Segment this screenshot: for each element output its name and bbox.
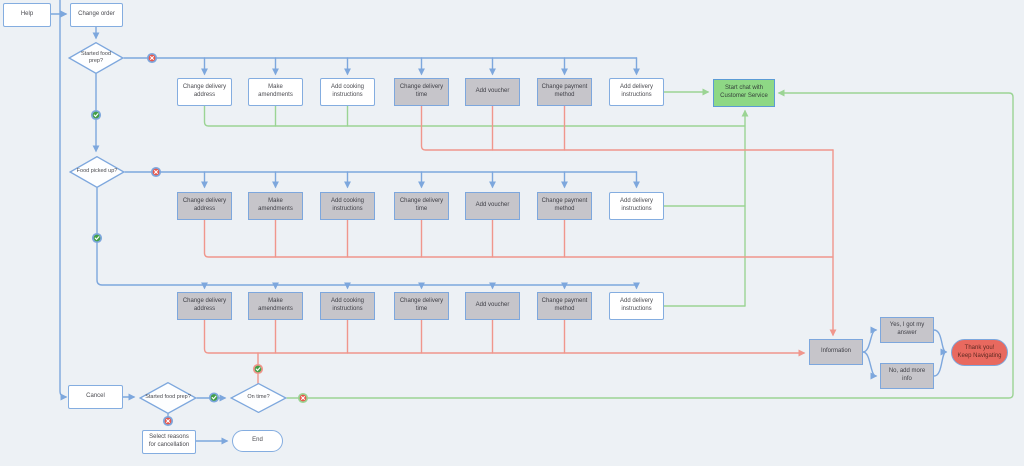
yes-badge xyxy=(90,109,102,121)
node-label: Change delivery time xyxy=(399,298,444,312)
node-label: Change payment method xyxy=(541,198,588,212)
action-r1-add-delivery-instructions[interactable]: Add delivery instructions xyxy=(609,78,664,106)
action-r3-add-cooking-instructions[interactable]: Add cooking instructions xyxy=(320,292,375,320)
action-r1-change-payment-method[interactable]: Change payment method xyxy=(537,78,592,106)
node-start-chat-customer-service[interactable]: Start chat with Customer Service xyxy=(713,79,775,107)
node-label: Add delivery instructions xyxy=(619,84,654,98)
row2-red-trunk xyxy=(203,219,834,258)
node-label: Started food prep? xyxy=(145,394,191,401)
node-help[interactable]: Help xyxy=(3,3,51,27)
info-to-no-line xyxy=(862,351,878,380)
node-label: Add cooking instructions xyxy=(330,84,365,98)
no-to-thankyou-line xyxy=(933,351,947,377)
node-label: Help xyxy=(20,11,34,18)
node-label: Add cooking instructions xyxy=(330,198,365,212)
diamond-shape xyxy=(69,156,125,188)
action-r3-change-delivery-address[interactable]: Change delivery address xyxy=(177,292,232,320)
node-information[interactable]: Information xyxy=(809,339,863,365)
yes-badge xyxy=(208,392,220,403)
red-connectors xyxy=(203,105,837,385)
node-label: Change order xyxy=(78,11,115,18)
node-label: Add delivery instructions xyxy=(619,298,654,312)
blue-connectors xyxy=(50,0,948,445)
action-r3-add-delivery-instructions[interactable]: Add delivery instructions xyxy=(609,292,664,320)
decision-started-food-prep-2[interactable]: Started food prep? xyxy=(139,382,197,414)
node-label: Change delivery time xyxy=(399,198,444,212)
help-to-cancel-line xyxy=(59,0,68,401)
node-label: Make amendments xyxy=(258,84,293,98)
action-r2-make-amendments[interactable]: Make amendments xyxy=(248,192,303,220)
action-r1-change-delivery-time[interactable]: Change delivery time xyxy=(394,78,449,106)
condition-badges xyxy=(90,52,309,427)
node-label: Change delivery time xyxy=(399,84,444,98)
node-label: Food picked up? xyxy=(76,168,118,175)
diamond-shape xyxy=(68,42,124,74)
node-label: Add voucher xyxy=(475,202,510,209)
decision-on-time[interactable]: On time? xyxy=(230,383,287,413)
node-label: Start chat with Customer Service xyxy=(720,85,768,99)
node-label: Change delivery address xyxy=(182,84,227,98)
no-badge xyxy=(297,392,309,404)
action-r2-add-delivery-instructions[interactable]: Add delivery instructions xyxy=(609,192,664,220)
action-r3-change-payment-method[interactable]: Change payment method xyxy=(537,292,592,320)
node-label: Change payment method xyxy=(541,84,588,98)
node-select-reasons[interactable]: Select reasons for cancellation xyxy=(142,430,196,454)
row3-red-trunk xyxy=(203,319,806,357)
info-to-yes-line xyxy=(862,326,878,353)
node-label: Add voucher xyxy=(475,88,510,95)
decision-food-picked-up[interactable]: Food picked up? xyxy=(69,156,125,188)
yes-to-thankyou-line xyxy=(933,329,948,356)
action-r1-change-delivery-address[interactable]: Change delivery address xyxy=(177,78,232,106)
no-badge xyxy=(146,52,158,64)
node-label: Change delivery address xyxy=(182,198,227,212)
green-connectors xyxy=(203,88,1014,399)
node-label: Make amendments xyxy=(258,298,293,312)
node-label: Started food prep? xyxy=(81,50,111,64)
node-yes-got-answer[interactable]: Yes, I got my answer xyxy=(880,317,934,343)
no-badge xyxy=(150,166,162,178)
action-r2-change-delivery-address[interactable]: Change delivery address xyxy=(177,192,232,220)
no-badge xyxy=(162,415,174,427)
node-label: No, add more info xyxy=(888,368,926,382)
action-r2-add-voucher[interactable]: Add voucher xyxy=(465,192,520,220)
yes-badge xyxy=(252,363,264,375)
node-thank-you[interactable]: Thank you! Keep Navigating xyxy=(951,339,1008,366)
node-label-line2: Keep Navigating xyxy=(957,352,1002,359)
node-label: On time? xyxy=(247,394,270,401)
node-cancel[interactable]: Cancel xyxy=(68,385,123,409)
action-r2-change-delivery-time[interactable]: Change delivery time xyxy=(394,192,449,220)
node-label: Information xyxy=(820,348,851,355)
action-r1-add-voucher[interactable]: Add voucher xyxy=(465,78,520,106)
row1-red-trunk xyxy=(420,105,834,151)
action-r1-add-cooking-instructions[interactable]: Add cooking instructions xyxy=(320,78,375,106)
action-r1-make-amendments[interactable]: Make amendments xyxy=(248,78,303,106)
action-r3-add-voucher[interactable]: Add voucher xyxy=(465,292,520,320)
diamond-shape xyxy=(139,382,197,414)
node-label: Add cooking instructions xyxy=(330,298,365,312)
node-no-add-more-info[interactable]: No, add more info xyxy=(880,363,934,389)
action-r2-change-payment-method[interactable]: Change payment method xyxy=(537,192,592,220)
action-r3-make-amendments[interactable]: Make amendments xyxy=(248,292,303,320)
node-change-order[interactable]: Change order xyxy=(70,3,123,27)
node-label: Cancel xyxy=(86,393,105,400)
yes-badge xyxy=(91,232,103,244)
ontime-no-loop xyxy=(286,89,1014,399)
node-label: End xyxy=(252,437,263,444)
decision-started-food-prep[interactable]: Started food prep? xyxy=(68,42,124,74)
node-label: Select reasons for cancellation xyxy=(148,434,190,448)
diamond-shape xyxy=(230,383,287,413)
node-label: Change delivery address xyxy=(182,298,227,312)
node-label: Change payment method xyxy=(541,298,588,312)
node-label: Add delivery instructions xyxy=(619,198,654,212)
pickedup-yes-trunk xyxy=(96,187,638,286)
node-label: Add voucher xyxy=(475,302,510,309)
row1-green-trunk xyxy=(203,105,746,127)
node-end[interactable]: End xyxy=(232,430,283,452)
action-r2-add-cooking-instructions[interactable]: Add cooking instructions xyxy=(320,192,375,220)
node-label: Make amendments xyxy=(258,198,293,212)
action-r3-change-delivery-time[interactable]: Change delivery time xyxy=(394,292,449,320)
node-label-line1: Thank you! xyxy=(964,344,995,351)
node-label: Yes, I got my answer xyxy=(889,322,925,336)
